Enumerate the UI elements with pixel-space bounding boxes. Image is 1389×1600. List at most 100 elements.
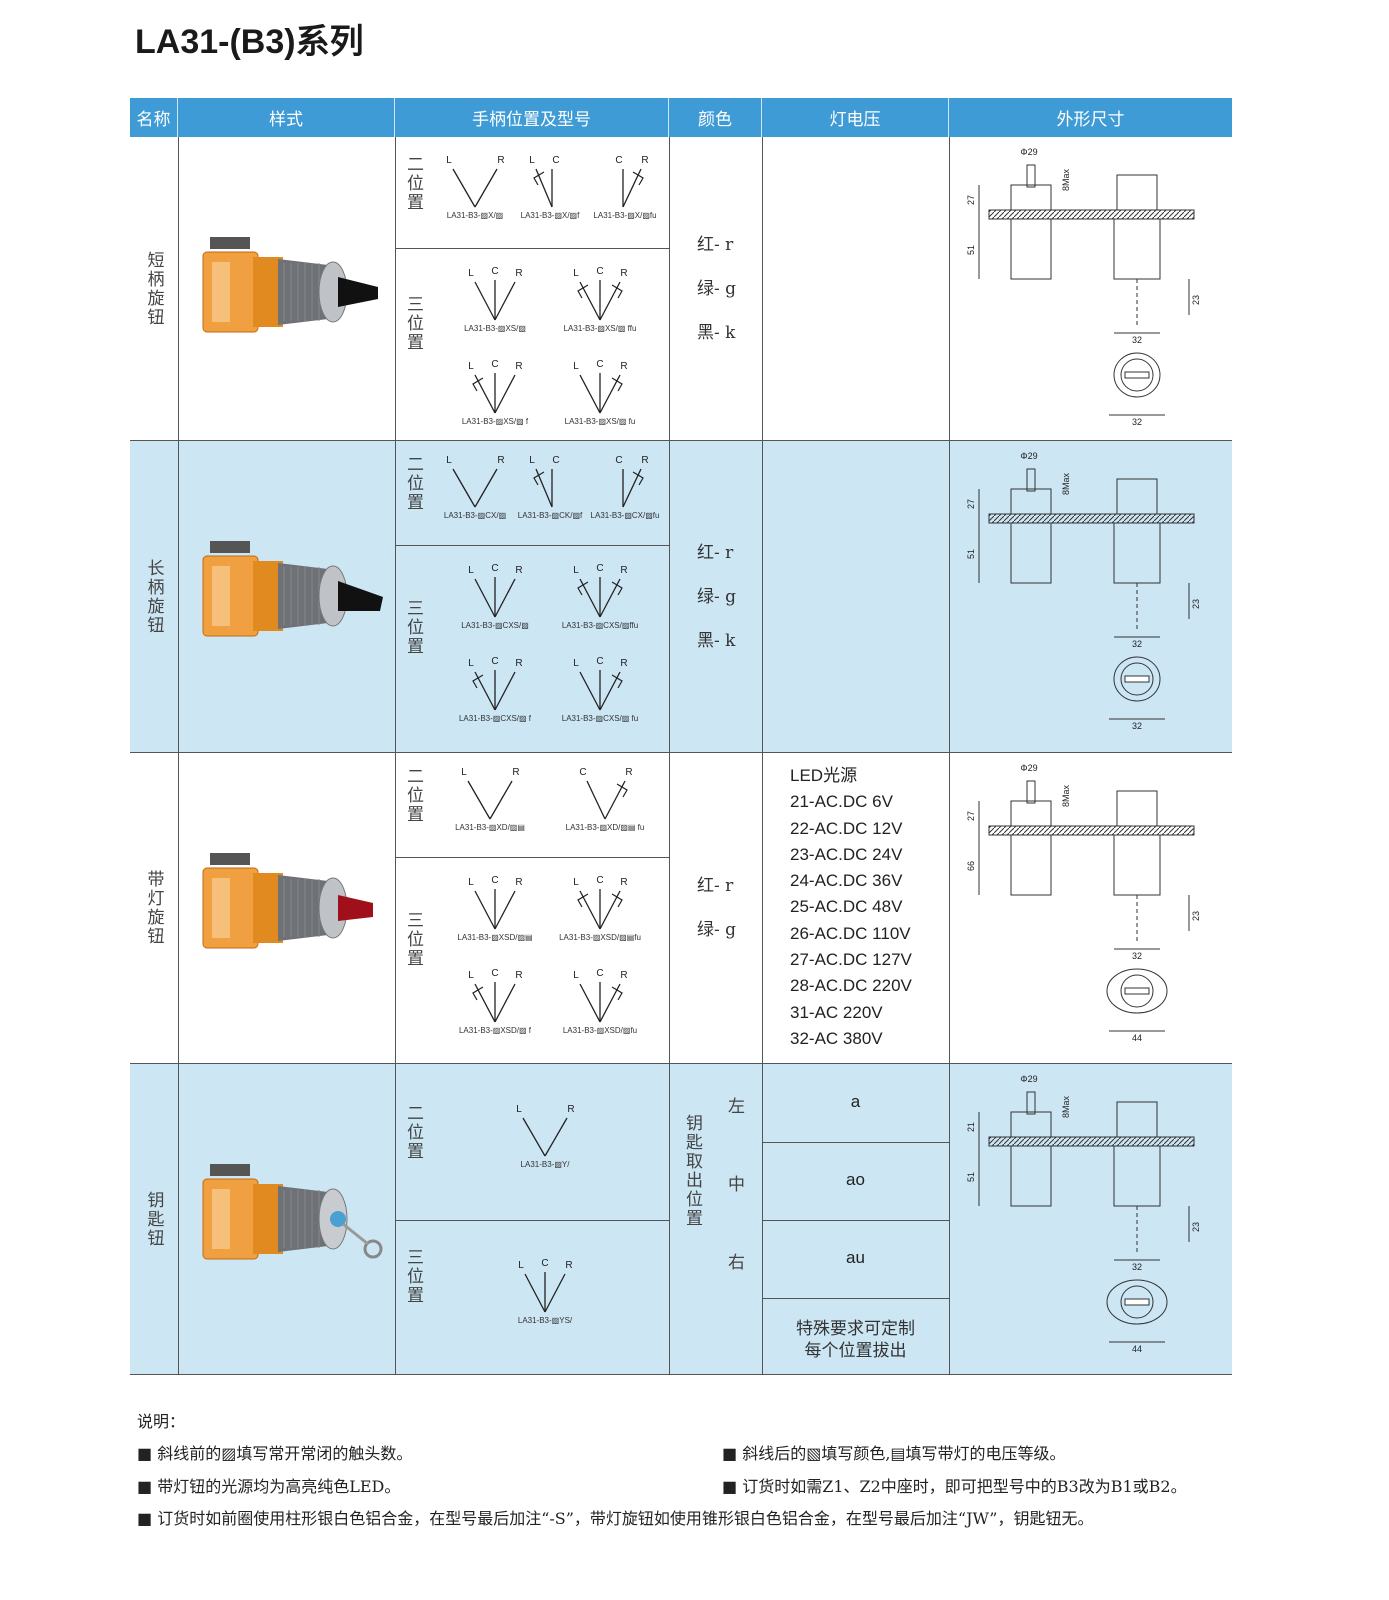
side-view-body (1010, 1145, 1052, 1207)
position-letter: L (573, 361, 579, 372)
header-dimensions: 外形尺寸 (949, 98, 1232, 137)
position-letter: L (518, 1260, 524, 1271)
handle-line (494, 983, 516, 1023)
key-position: 右 (728, 1253, 745, 1273)
handle-line (579, 374, 601, 414)
dimension-label: 32 (1132, 335, 1142, 345)
custom-note: 特殊要求可定制 (796, 1319, 915, 1339)
dimension-label: 8Max (1061, 785, 1071, 808)
spring-return-icon (533, 471, 545, 486)
position-letter: L (573, 268, 579, 279)
position-letter: R (625, 767, 632, 778)
header-color: 颜色 (669, 98, 762, 137)
position-letter: R (515, 970, 522, 981)
model-label: LA31-B3-▨Y/ (520, 1160, 570, 1169)
position-letter: R (515, 658, 522, 669)
two-position-label: 二位置 (403, 1104, 423, 1161)
position-letter: C (552, 455, 559, 466)
voltage-divider (762, 1220, 949, 1221)
position-letter: C (596, 875, 603, 886)
dimension-label: 51 (966, 549, 976, 559)
position-letter: L (446, 455, 452, 466)
position-letter: C (491, 359, 498, 370)
spring-return-icon (472, 674, 484, 689)
voltage-item: 27-AC.DC 127V (790, 950, 912, 970)
handle-line (579, 671, 601, 711)
position-letter: R (641, 155, 648, 166)
handle-position-diagram: L R LA31-B3-▨CX/▨ (415, 449, 535, 529)
column-divider (949, 1064, 950, 1374)
product-style-cell (178, 1064, 395, 1374)
key-code: ao (846, 1170, 865, 1189)
dimension-label: 32 (1132, 951, 1142, 961)
position-letter: C (596, 266, 603, 277)
dimension-label: 27 (966, 195, 976, 205)
position-letter: R (515, 361, 522, 372)
handle-line (474, 468, 498, 508)
position-letter: L (468, 877, 474, 888)
note-3: ■ 带灯钮的光源均为高亮纯色LED。 (137, 1477, 401, 1496)
position-letter: R (497, 155, 504, 166)
position-letter: R (515, 565, 522, 576)
color-option: 绿- g (697, 278, 737, 299)
position-letter: C (615, 155, 622, 166)
front-view-body (1113, 522, 1161, 584)
mounting-bracket (210, 237, 250, 249)
position-letter: C (491, 875, 498, 886)
spring-return-icon (533, 170, 545, 185)
handle-line (524, 1273, 546, 1312)
handle-line (579, 983, 601, 1023)
position-letter: R (515, 877, 522, 888)
column-divider (949, 753, 950, 1063)
column-divider (178, 753, 179, 1063)
model-label: LA31-B3-▨CX/▨ (443, 511, 507, 520)
product-name: 长柄旋钮 (143, 558, 164, 635)
dimension-label: 32 (1132, 1262, 1142, 1272)
column-divider (178, 1064, 179, 1374)
position-letter: R (497, 455, 504, 466)
side-view-handle (1026, 780, 1036, 804)
model-label: LA31-B3-▨CX/▨fu (590, 511, 660, 520)
handle-line (494, 281, 516, 321)
position-letter: L (468, 268, 474, 279)
position-letter: C (552, 155, 559, 166)
panel-section (988, 513, 1195, 524)
panel-section (988, 1136, 1195, 1147)
spring-return-icon (632, 170, 644, 185)
color-option: 黑- k (697, 322, 736, 343)
handle-line (452, 468, 476, 508)
bottom-view (1113, 352, 1161, 398)
position-letter: R (620, 565, 627, 576)
three-position-label: 三位置 (403, 599, 423, 656)
column-divider (178, 137, 179, 440)
position-letter: C (541, 1258, 548, 1269)
position-divider (395, 248, 669, 249)
dimension-label: 66 (966, 861, 976, 871)
note-4: ■ 订货时如需Z1、Z2中座时，即可把型号中的B3改为B1或B2。 (722, 1477, 1187, 1496)
model-label: LA31-B3-▨CXS/▨ fu (561, 714, 639, 723)
dimension-label: 8Max (1061, 1096, 1071, 1119)
front-view-body (1113, 834, 1161, 896)
